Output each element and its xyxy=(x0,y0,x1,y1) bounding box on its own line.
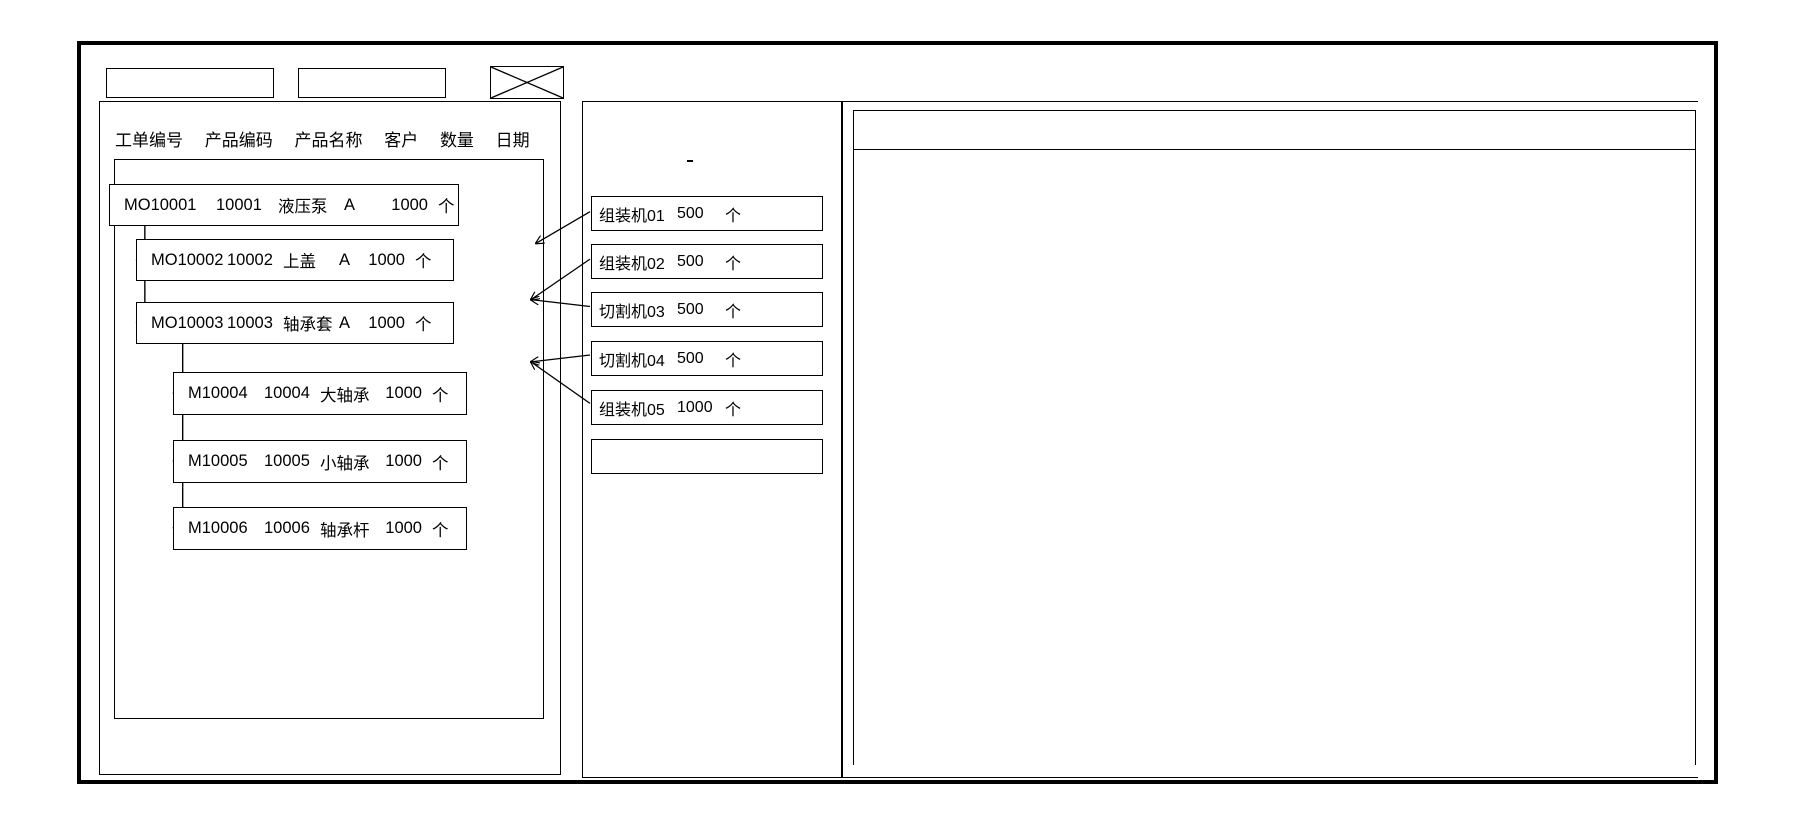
machine-schedule-panel: 组装机01 500 个 组装机02 500 个 切割机03 500 个 切割机0… xyxy=(582,101,842,778)
tree-row-work-order[interactable]: MO10001 10001 液压泵 A 1000 个 xyxy=(109,184,459,226)
machine-quantity: 500 xyxy=(677,349,704,367)
gantt-body xyxy=(854,150,1695,765)
cell-product-code: 10002 xyxy=(227,250,273,269)
cell-product-code: 10005 xyxy=(264,452,310,470)
cell-product-name: 大轴承 xyxy=(320,386,370,405)
machine-item[interactable]: 组装机05 1000 个 xyxy=(591,390,823,425)
toolbar-field-1[interactable] xyxy=(106,68,274,98)
column-header-date: 日期 xyxy=(495,131,530,150)
machine-item-empty[interactable] xyxy=(591,439,823,474)
work-order-panel: 工单编号 产品编码 产品名称 客户 数量 日期 xyxy=(99,101,561,775)
cell-unit: 个 xyxy=(432,521,449,540)
cell-work-order: M10004 xyxy=(188,384,248,402)
cell-work-order: MO10003 xyxy=(151,313,224,332)
machine-unit: 个 xyxy=(725,352,742,370)
machine-name: 组装机05 xyxy=(599,401,665,419)
cell-quantity: 1000 xyxy=(391,195,428,214)
machine-unit: 个 xyxy=(725,255,742,273)
cell-product-name: 轴承套 xyxy=(283,316,333,334)
cell-product-code: 10001 xyxy=(216,195,262,214)
tree-row-work-order[interactable]: M10006 10006 轴承杆 1000 个 xyxy=(173,507,467,550)
cell-unit: 个 xyxy=(438,198,455,216)
cell-customer: A xyxy=(339,250,351,269)
cell-work-order: M10006 xyxy=(188,519,248,537)
machine-name: 组装机01 xyxy=(599,207,665,225)
cell-work-order: M10005 xyxy=(188,452,248,470)
machine-name: 切割机04 xyxy=(599,352,665,370)
gantt-inner xyxy=(853,110,1696,765)
cell-unit: 个 xyxy=(415,316,432,334)
column-headers: 工单编号 产品编码 产品名称 客户 数量 日期 xyxy=(115,126,535,151)
machine-item[interactable]: 组装机01 500 个 xyxy=(591,196,823,231)
column-header-work-order: 工单编号 xyxy=(115,131,183,150)
cell-product-name: 轴承杆 xyxy=(320,521,370,540)
cell-quantity: 1000 xyxy=(385,452,422,470)
cell-quantity: 1000 xyxy=(385,384,422,402)
column-header-product-name: 产品名称 xyxy=(294,131,363,150)
machine-name: 切割机03 xyxy=(599,303,665,321)
machine-unit: 个 xyxy=(725,303,742,321)
machine-unit: 个 xyxy=(725,401,742,419)
cell-product-code: 10003 xyxy=(227,313,273,332)
cell-customer: A xyxy=(339,313,351,332)
cell-product-code: 10006 xyxy=(264,519,310,537)
cell-work-order: MO10001 xyxy=(124,195,197,214)
cell-customer: A xyxy=(344,195,356,214)
toolbar-field-2[interactable] xyxy=(298,68,446,98)
machine-quantity: 500 xyxy=(677,300,704,318)
machine-quantity: 500 xyxy=(677,252,704,270)
cell-unit: 个 xyxy=(432,386,449,405)
crossed-box-icon[interactable] xyxy=(490,66,564,99)
tree-row-work-order[interactable]: MO10002 10002 上盖 A 1000 个 xyxy=(136,239,454,281)
cell-product-code: 10004 xyxy=(264,384,310,402)
panels-container: 工单编号 产品编码 产品名称 客户 数量 日期 xyxy=(81,97,1714,780)
gantt-header-row xyxy=(854,111,1695,150)
cell-quantity: 1000 xyxy=(368,250,405,269)
cell-product-name: 小轴承 xyxy=(320,454,370,473)
tree-row-work-order[interactable]: M10005 10005 小轴承 1000 个 xyxy=(173,440,467,483)
marker-dash-icon xyxy=(687,160,693,162)
machine-quantity: 500 xyxy=(677,204,704,222)
cell-quantity: 1000 xyxy=(385,519,422,537)
cell-work-order: MO10002 xyxy=(151,250,224,269)
column-header-quantity: 数量 xyxy=(439,131,474,150)
machine-item[interactable]: 切割机03 500 个 xyxy=(591,292,823,327)
tree-row-work-order[interactable]: MO10003 10003 轴承套 A 1000 个 xyxy=(136,302,454,344)
toolbar xyxy=(81,45,1714,105)
cell-unit: 个 xyxy=(432,454,449,473)
app-window: 工单编号 产品编码 产品名称 客户 数量 日期 xyxy=(77,41,1718,784)
cell-unit: 个 xyxy=(415,253,432,271)
machine-unit: 个 xyxy=(725,207,742,225)
column-header-customer: 客户 xyxy=(384,131,419,150)
column-header-product-code: 产品编码 xyxy=(204,131,273,150)
machine-item[interactable]: 切割机04 500 个 xyxy=(591,341,823,376)
gantt-panel xyxy=(842,101,1698,778)
cell-product-name: 上盖 xyxy=(283,253,316,271)
cell-product-name: 液压泵 xyxy=(278,198,328,216)
machine-quantity: 1000 xyxy=(677,398,713,416)
work-order-tree: MO10001 10001 液压泵 A 1000 个 MO10002 10002… xyxy=(109,159,544,719)
tree-row-work-order[interactable]: M10004 10004 大轴承 1000 个 xyxy=(173,372,467,415)
cell-quantity: 1000 xyxy=(368,313,405,332)
machine-item[interactable]: 组装机02 500 个 xyxy=(591,244,823,279)
machine-name: 组装机02 xyxy=(599,255,665,273)
